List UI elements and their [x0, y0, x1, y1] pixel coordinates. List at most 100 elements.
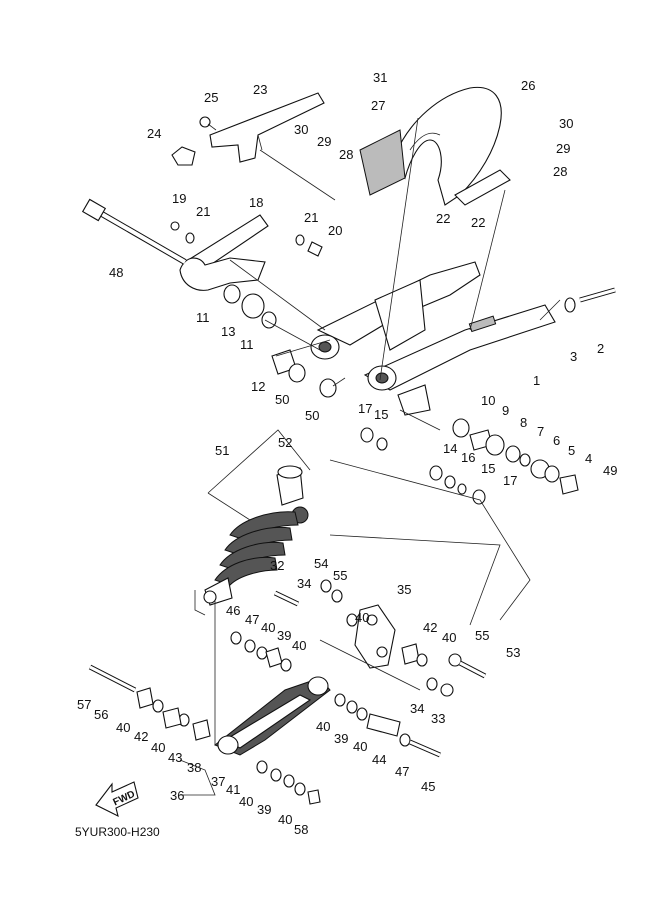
callout-12: 12 — [251, 379, 265, 394]
callout-1: 1 — [533, 373, 540, 388]
callout-21: 21 — [304, 210, 318, 225]
callout-28: 28 — [339, 147, 353, 162]
callout-31: 31 — [373, 70, 387, 85]
callout-11: 11 — [240, 337, 254, 352]
swingarm — [310, 261, 556, 416]
right-spacers — [452, 418, 579, 495]
callout-7: 7 — [537, 424, 544, 439]
assembly-lines — [179, 117, 561, 796]
callout-47: 47 — [395, 764, 409, 779]
callout-40: 40 — [278, 812, 292, 827]
callout-57: 57 — [77, 697, 91, 712]
callout-49: 49 — [603, 463, 617, 478]
diagram-code: 5YUR300-H230 — [75, 825, 160, 839]
callout-34: 34 — [297, 576, 311, 591]
callout-50: 50 — [275, 392, 289, 407]
callout-30: 30 — [294, 122, 308, 137]
callout-3: 3 — [570, 349, 577, 364]
callout-42: 42 — [423, 620, 437, 635]
bolt-25 — [199, 116, 217, 131]
callout-40: 40 — [151, 740, 165, 755]
callout-39: 39 — [257, 802, 271, 817]
callout-51: 51 — [215, 443, 229, 458]
callout-40: 40 — [261, 620, 275, 635]
callout-25: 25 — [204, 90, 218, 105]
callout-22: 22 — [436, 211, 450, 226]
callout-19: 19 — [172, 191, 186, 206]
callout-52: 52 — [278, 435, 292, 450]
callout-5: 5 — [568, 443, 575, 458]
callout-43: 43 — [168, 750, 182, 765]
callout-17: 17 — [358, 401, 372, 416]
callout-55: 55 — [333, 568, 347, 583]
callout-23: 23 — [253, 82, 267, 97]
callout-40: 40 — [442, 630, 456, 645]
callout-40: 40 — [239, 794, 253, 809]
callout-50: 50 — [305, 408, 319, 423]
left-spacers — [360, 427, 486, 505]
callout-47: 47 — [245, 612, 259, 627]
callout-58: 58 — [294, 822, 308, 837]
callout-labels: 31 26 27 30 29 28 30 29 28 25 23 24 19 2… — [77, 70, 617, 837]
callout-39: 39 — [334, 731, 348, 746]
callout-34: 34 — [410, 701, 424, 716]
callout-26: 26 — [521, 78, 535, 93]
callout-6: 6 — [553, 433, 560, 448]
callout-36: 36 — [170, 788, 184, 803]
callout-28: 28 — [553, 164, 567, 179]
small-hardware-upper — [170, 221, 323, 257]
callout-27: 27 — [371, 98, 385, 113]
callout-9: 9 — [502, 403, 509, 418]
lower-hardware — [136, 579, 462, 805]
callout-56: 56 — [94, 707, 108, 722]
axle-bolt — [564, 287, 616, 313]
callout-40: 40 — [353, 739, 367, 754]
callout-17: 17 — [503, 473, 517, 488]
clip-24 — [171, 146, 196, 166]
callout-14: 14 — [443, 441, 457, 456]
callout-8: 8 — [520, 415, 527, 430]
fwd-arrow-icon: FWD — [95, 781, 139, 818]
callout-40: 40 — [292, 638, 306, 653]
callout-4: 4 — [585, 451, 592, 466]
callout-16: 16 — [461, 450, 475, 465]
callout-48: 48 — [109, 265, 123, 280]
callout-40: 40 — [316, 719, 330, 734]
callout-40: 40 — [355, 610, 369, 625]
callout-24: 24 — [147, 126, 161, 141]
callout-35: 35 — [397, 582, 411, 597]
chain-guard — [209, 92, 325, 163]
callout-13: 13 — [221, 324, 235, 339]
callout-2: 2 — [597, 341, 604, 356]
callout-22: 22 — [471, 215, 485, 230]
callout-18: 18 — [249, 195, 263, 210]
rear-shock — [203, 465, 309, 606]
callout-54: 54 — [314, 556, 328, 571]
callout-29: 29 — [317, 134, 331, 149]
callout-41: 41 — [226, 782, 240, 797]
callout-20: 20 — [328, 223, 342, 238]
pivot-shaft — [81, 198, 187, 265]
callout-42: 42 — [134, 729, 148, 744]
callout-38: 38 — [187, 760, 201, 775]
bolts-lower — [88, 590, 487, 758]
callout-15: 15 — [481, 461, 495, 476]
callout-21: 21 — [196, 204, 210, 219]
callout-37: 37 — [211, 774, 225, 789]
callout-44: 44 — [372, 752, 386, 767]
relay-arm — [214, 604, 396, 756]
callout-53: 53 — [506, 645, 520, 660]
callout-45: 45 — [421, 779, 435, 794]
rear-fender — [359, 86, 511, 206]
callout-55: 55 — [475, 628, 489, 643]
callout-10: 10 — [481, 393, 495, 408]
callout-29: 29 — [556, 141, 570, 156]
callout-11: 11 — [196, 310, 210, 325]
callout-40: 40 — [116, 720, 130, 735]
callout-33: 33 — [431, 711, 445, 726]
callout-46: 46 — [226, 603, 240, 618]
callout-39: 39 — [277, 628, 291, 643]
callout-32: 32 — [270, 558, 284, 573]
callout-30: 30 — [559, 116, 573, 131]
